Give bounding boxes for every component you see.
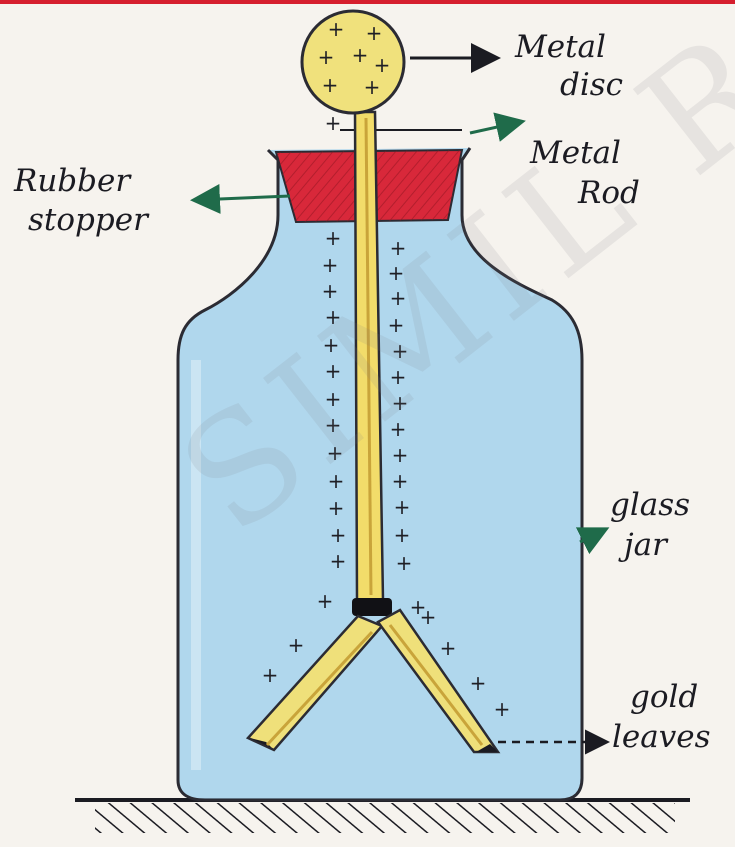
arrow-metal-rod xyxy=(470,122,520,133)
label-rubber-stopper-line1: Rubber xyxy=(14,164,130,198)
label-gold-leaves-line2: leaves xyxy=(612,720,711,754)
charge-plus: + xyxy=(374,53,391,77)
charge-plus: + xyxy=(288,633,305,657)
charge-plus: + xyxy=(352,43,369,67)
charge-plus: + xyxy=(470,671,487,695)
charge-plus: + xyxy=(262,663,279,687)
charge-plus: + xyxy=(364,75,381,99)
charge-plus: + xyxy=(322,253,339,277)
charge-plus: + xyxy=(317,589,334,613)
charge-plus: + xyxy=(392,469,409,493)
charge-plus: + xyxy=(494,697,511,721)
charge-plus: + xyxy=(322,73,339,97)
charge-plus: + xyxy=(420,605,437,629)
charge-plus: + xyxy=(330,549,347,573)
charge-plus: + xyxy=(330,523,347,547)
charge-plus: + xyxy=(396,551,413,575)
charge-plus: + xyxy=(394,495,411,519)
charge-plus: + xyxy=(325,111,342,135)
label-metal-rod-line2: Rod xyxy=(578,176,640,210)
charge-plus: + xyxy=(440,636,457,660)
charge-plus: + xyxy=(325,226,342,250)
charge-plus: + xyxy=(318,45,335,69)
charge-plus: + xyxy=(366,21,383,45)
rod-clamp xyxy=(352,598,392,616)
label-metal-rod-line1: Metal xyxy=(530,136,621,170)
arrow-glass-jar xyxy=(580,530,604,542)
arrow-rubber-stopper xyxy=(196,196,290,200)
label-rubber-stopper-line2: stopper xyxy=(28,203,148,237)
charge-plus: + xyxy=(328,17,345,41)
label-metal-disc-line2: disc xyxy=(560,68,623,102)
top-border xyxy=(0,0,735,4)
charge-plus: + xyxy=(394,523,411,547)
label-glass-jar-line2: jar xyxy=(624,528,667,562)
base-stand xyxy=(75,800,690,833)
label-glass-jar-line1: glass xyxy=(610,488,690,522)
label-metal-disc-line1: Metal xyxy=(515,30,606,64)
label-gold-leaves-line1: gold xyxy=(630,680,698,714)
